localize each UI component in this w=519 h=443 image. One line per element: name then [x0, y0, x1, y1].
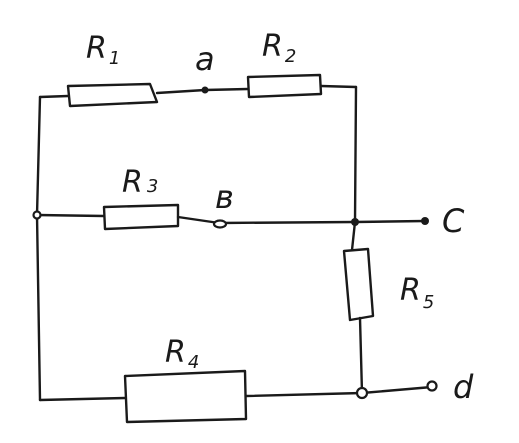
- wire-r5-to-d-node: [358, 316, 364, 395]
- wire-bottom-right: [244, 391, 364, 398]
- node-d-junction: [355, 386, 369, 400]
- node-left-junction: [32, 210, 42, 220]
- node-d-terminal: [426, 380, 438, 392]
- node-a: [201, 86, 209, 94]
- wire-r3-to-b: [176, 215, 221, 225]
- node-c-terminal: [421, 217, 429, 225]
- wire-right-vertical-upper: [353, 85, 358, 224]
- resistor-r4: [123, 369, 248, 424]
- wire-left-vertical: [35, 95, 42, 402]
- wire-bottom-left: [38, 396, 127, 402]
- terminal-a: a: [195, 40, 215, 78]
- wire-r1-to-a: [155, 88, 207, 95]
- wire-d-terminal: [360, 385, 434, 395]
- wire-c-to-r5: [350, 220, 357, 252]
- terminal-d: d: [453, 368, 474, 406]
- resistor-r2: [246, 73, 323, 99]
- terminal-c: C: [442, 202, 465, 240]
- node-b: [212, 219, 228, 229]
- wire-top-left: [38, 94, 70, 99]
- wire-top-right: [319, 84, 358, 89]
- wire-b-to-c: [217, 220, 357, 225]
- wire-c-terminal: [353, 219, 427, 224]
- wire-mid-left: [35, 213, 106, 218]
- node-c-junction: [351, 218, 359, 226]
- resistor-r1: [66, 82, 159, 108]
- resistor-r3: [102, 203, 180, 231]
- terminal-b: в: [215, 178, 234, 216]
- resistor-r5: [342, 247, 375, 322]
- wire-a-to-r2: [203, 87, 250, 92]
